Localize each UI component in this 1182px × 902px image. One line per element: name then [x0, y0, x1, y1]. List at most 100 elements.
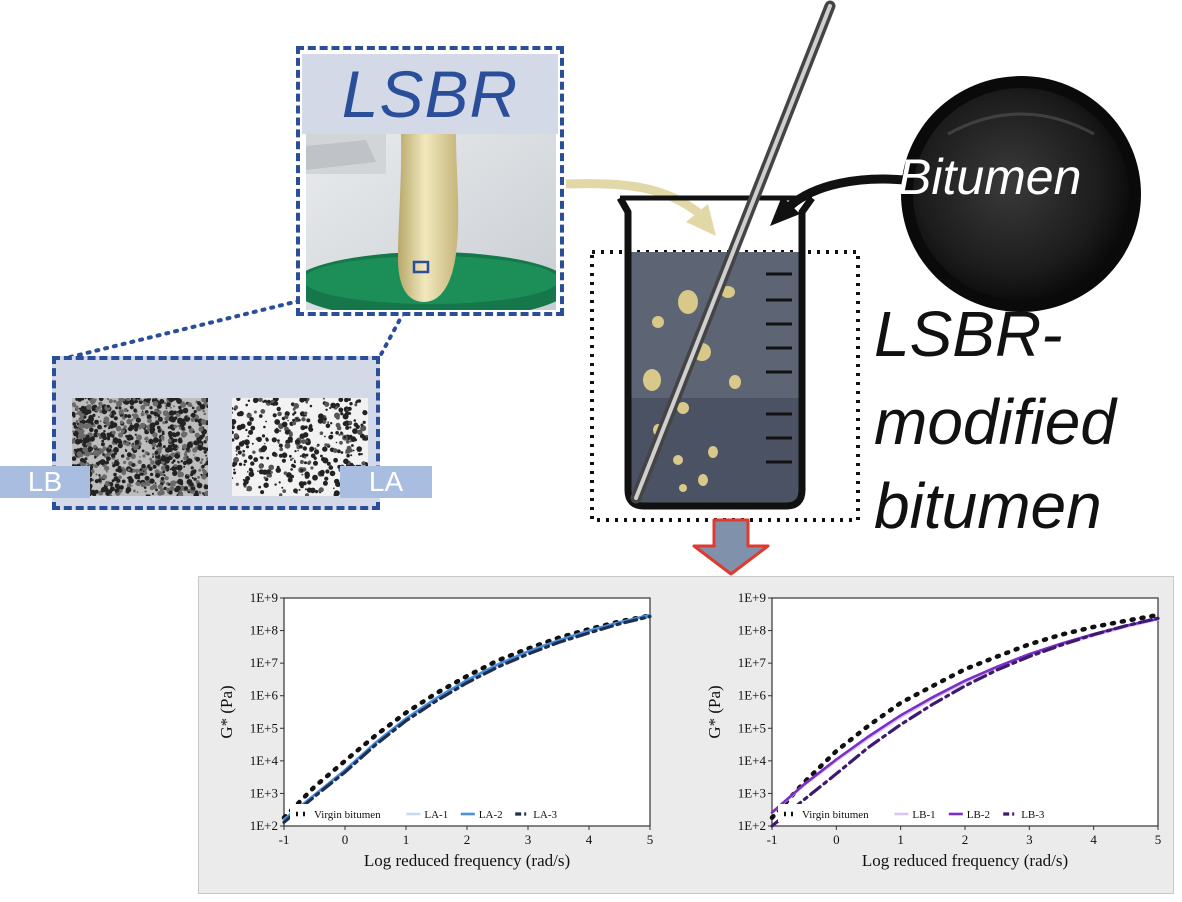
texture-speck [178, 405, 182, 410]
texture-speck [359, 433, 365, 439]
texture-speck [114, 452, 117, 455]
texture-speck [330, 422, 333, 425]
texture-speck [276, 465, 280, 469]
texture-speck [343, 435, 347, 439]
texture-speck [117, 465, 122, 470]
texture-speck [302, 481, 307, 486]
texture-speck [94, 428, 99, 434]
texture-speck [155, 473, 160, 478]
texture-speck [166, 402, 171, 408]
texture-speck [308, 424, 313, 429]
texture-speck [277, 441, 280, 444]
texture-speck [153, 437, 159, 443]
texture-speck [232, 411, 234, 414]
lsbr-arrow-head [686, 204, 716, 236]
texture-speck [98, 401, 103, 407]
x-tick-label: 4 [586, 832, 593, 847]
texture-speck [174, 416, 178, 420]
texture-speck [198, 426, 204, 432]
texture-speck [307, 460, 312, 464]
texture-speck [205, 454, 208, 457]
texture-speck [127, 468, 131, 472]
texture-speck [118, 475, 122, 480]
texture-speck [141, 449, 145, 453]
texture-speck [131, 468, 136, 473]
texture-speck [278, 481, 281, 484]
texture-speck [350, 454, 353, 457]
texture-speck [152, 456, 155, 458]
x-tick-label: 2 [464, 832, 471, 847]
texture-speck [203, 484, 208, 490]
texture-speck [141, 463, 146, 469]
texture-speck [169, 468, 172, 471]
texture-speck [303, 455, 307, 459]
y-tick-label: 1E+5 [738, 720, 766, 735]
texture-speck [292, 421, 297, 426]
texture-speck [107, 489, 113, 494]
texture-speck [265, 469, 272, 475]
texture-speck [265, 420, 267, 423]
texture-speck [342, 413, 349, 420]
texture-speck [72, 422, 77, 426]
texture-speck [335, 481, 341, 487]
texture-speck [204, 490, 208, 496]
texture-speck [180, 431, 187, 438]
texture-speck [324, 401, 330, 407]
texture-speck [197, 490, 202, 495]
texture-speck [259, 414, 263, 418]
texture-speck [319, 431, 324, 435]
texture-speck [297, 449, 299, 452]
texture-speck [183, 486, 189, 491]
texture-speck [167, 444, 172, 449]
x-tick-label: -1 [767, 832, 778, 847]
texture-speck [173, 405, 175, 408]
y-tick-label: 1E+4 [250, 753, 279, 768]
texture-speck [323, 417, 327, 421]
series-line [281, 613, 653, 820]
texture-speck [196, 482, 203, 489]
texture-speck [294, 450, 297, 453]
texture-speck [87, 409, 92, 414]
texture-speck [130, 453, 136, 460]
texture-speck [173, 424, 178, 429]
texture-speck [257, 470, 259, 472]
texture-speck [292, 464, 296, 468]
texture-speck [138, 474, 141, 477]
texture-speck [349, 426, 352, 429]
texture-speck [183, 456, 188, 461]
texture-speck [281, 421, 288, 428]
texture-speck [202, 409, 205, 413]
texture-speck [114, 416, 118, 420]
texture-speck [357, 429, 363, 435]
texture-speck [178, 453, 181, 455]
x-tick-label: 4 [1090, 832, 1097, 847]
texture-speck [308, 427, 314, 432]
texture-speck [328, 465, 334, 470]
texture-speck [322, 457, 329, 464]
texture-speck [108, 446, 111, 450]
texture-speck [365, 435, 368, 438]
texture-speck [143, 398, 147, 402]
zoom-guide-line [56, 271, 415, 362]
texture-speck [149, 426, 156, 433]
texture-speck [170, 452, 176, 458]
texture-speck [149, 478, 155, 484]
texture-speck [246, 485, 253, 492]
texture-speck [140, 399, 143, 402]
texture-speck [362, 410, 367, 414]
texture-speck [144, 451, 149, 455]
texture-speck [281, 486, 284, 489]
texture-speck [274, 483, 277, 486]
texture-speck [99, 459, 106, 466]
texture-speck [298, 418, 301, 422]
texture-speck [348, 420, 353, 425]
texture-speck [157, 484, 163, 490]
texture-speck [279, 493, 283, 496]
texture-speck [310, 466, 314, 470]
texture-speck [78, 439, 83, 444]
texture-speck [154, 408, 158, 413]
texture-speck [147, 418, 152, 424]
texture-speck [82, 446, 89, 453]
texture-speck [293, 488, 298, 494]
y-axis-label: G* (Pa) [217, 685, 236, 738]
